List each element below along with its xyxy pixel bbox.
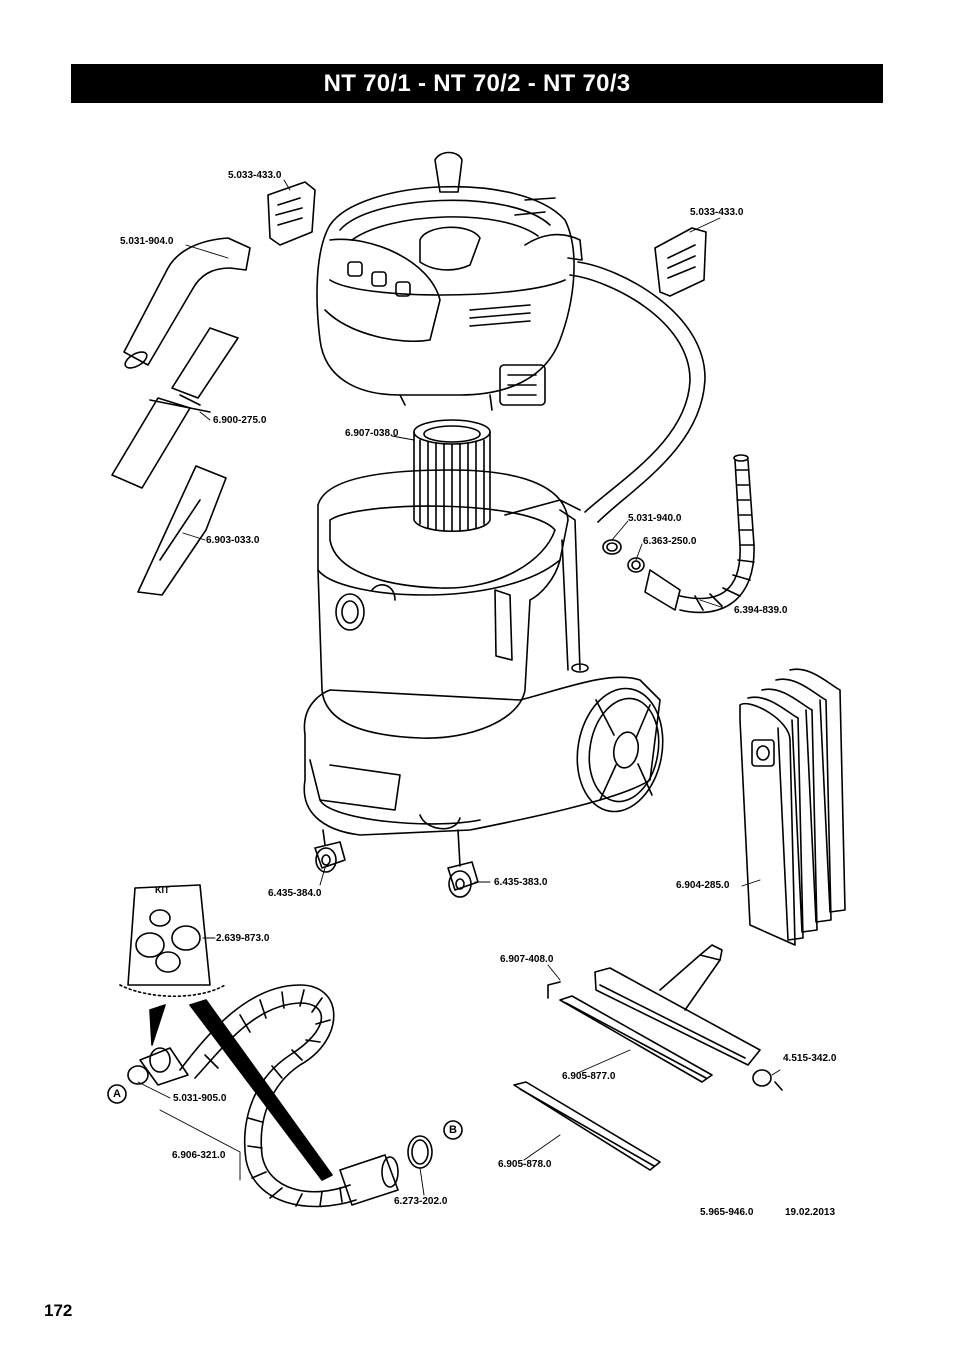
- part-label: 6.907-408.0: [500, 954, 554, 965]
- adapter-kit: [127, 884, 211, 986]
- marker-a: A: [113, 1088, 121, 1100]
- marker-a-circle: [107, 1084, 127, 1104]
- page-number: 172: [44, 1301, 73, 1320]
- filter-bags: [739, 668, 846, 946]
- part-label: 4.515-342.0: [783, 1053, 837, 1064]
- part-label: 6.904-285.0: [676, 880, 730, 891]
- part-label: 6.905-878.0: [498, 1159, 552, 1170]
- caster-left: [314, 829, 346, 873]
- cartridge-filter: [413, 419, 491, 533]
- part-label: 5.031-904.0: [120, 236, 174, 247]
- part-label: 5.031-905.0: [173, 1093, 227, 1104]
- page-title: NT 70/1 - NT 70/2 - NT 70/3: [71, 64, 883, 103]
- suction-bend: [123, 237, 251, 369]
- dirt-container: [317, 469, 581, 739]
- part-label: 2.639-873.0: [216, 933, 270, 944]
- part-label: 6.273-202.0: [394, 1196, 448, 1207]
- hose-right: [602, 454, 755, 614]
- part-label: 5.031-940.0: [628, 513, 682, 524]
- part-label: 6.905-877.0: [562, 1071, 616, 1082]
- leader-lines: [137, 179, 781, 1196]
- marker-b: B: [449, 1124, 457, 1136]
- part-label: 5.033-433.0: [228, 170, 282, 181]
- hose-large: [127, 984, 433, 1208]
- chassis: [303, 509, 661, 836]
- part-label: 5.033-433.0: [690, 207, 744, 218]
- push-handle: [569, 261, 706, 523]
- vacuum-head: [316, 151, 583, 411]
- part-label: 6.900-275.0: [213, 415, 267, 426]
- part-label: 6.363-250.0: [643, 536, 697, 547]
- part-label: 6.906-321.0: [172, 1150, 226, 1161]
- part-label: 6.903-033.0: [206, 535, 260, 546]
- crevice-nozzle: [137, 465, 227, 596]
- extension-tube: [111, 327, 239, 489]
- nozzle-clip: [752, 1069, 783, 1091]
- grip-cover-left: [267, 181, 316, 246]
- grip-cover-right: [654, 227, 707, 297]
- part-label: 6.907-038.0: [345, 428, 399, 439]
- part-label: 6.394-839.0: [734, 605, 788, 616]
- document-date: 19.02.2013: [785, 1207, 836, 1218]
- floor-nozzle: [547, 944, 761, 1066]
- part-label: 6.435-383.0: [494, 877, 548, 888]
- squeegee-strip-1: [559, 995, 713, 1083]
- squeegee-strip-2: [513, 1081, 661, 1171]
- marker-b-circle: [443, 1120, 463, 1140]
- part-label: 6.435-384.0: [268, 888, 322, 899]
- document-number: 5.965-946.0: [700, 1207, 754, 1218]
- kit-label: KIT: [155, 885, 170, 895]
- kit-callout-wedges: [119, 984, 333, 1181]
- rear-wheel: [576, 687, 664, 813]
- caster-right: [447, 829, 479, 898]
